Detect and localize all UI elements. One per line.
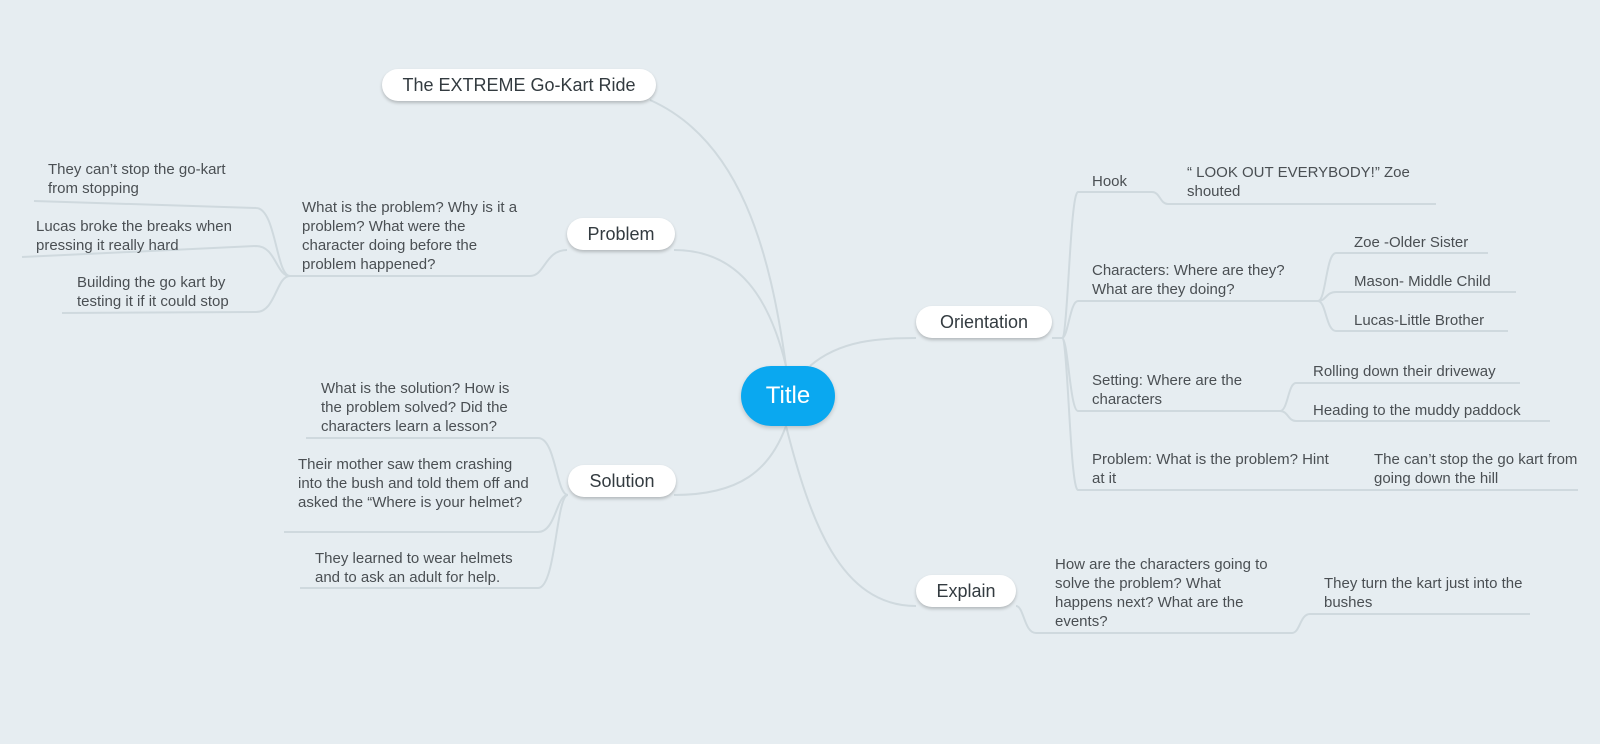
setting-item[interactable]: Heading to the muddy paddock xyxy=(1313,402,1521,419)
explain-question[interactable]: How are the characters going to solve th… xyxy=(1055,556,1268,630)
character-item[interactable]: Lucas-Little Brother xyxy=(1354,312,1485,329)
orientation-problem-hint[interactable]: Problem: What is the problem? Hint at it xyxy=(1092,451,1329,487)
character-item[interactable]: Mason- Middle Child xyxy=(1354,273,1491,290)
central-topic[interactable]: Title xyxy=(741,366,835,426)
character-item[interactable]: Zoe -Older Sister xyxy=(1354,234,1469,251)
problem-answer-2[interactable]: Lucas broke the breaks when pressing it … xyxy=(36,218,232,254)
problem-answer-3[interactable]: Building the go kart by testing it if it… xyxy=(77,274,229,310)
explain-answer[interactable]: They turn the kart just into the bushes xyxy=(1324,575,1523,611)
setting-item[interactable]: Rolling down their driveway xyxy=(1313,363,1496,380)
topic-explain[interactable]: Explain xyxy=(916,575,1016,607)
problem-question[interactable]: What is the problem? Why is it a problem… xyxy=(302,199,518,273)
orientation-hook-detail[interactable]: “ LOOK OUT EVERYBODY!” Zoe shouted xyxy=(1187,164,1410,200)
solution-answer-1[interactable]: Their mother saw them crashing into the … xyxy=(298,456,529,511)
topic-orientation[interactable]: Orientation xyxy=(916,306,1052,338)
problem-answer-1[interactable]: They can’t stop the go-kart from stoppin… xyxy=(48,161,226,197)
problem-hint-detail[interactable]: The can’t stop the go kart from going do… xyxy=(1374,451,1578,487)
orientation-characters[interactable]: Characters: Where are they? What are the… xyxy=(1092,262,1285,298)
orientation-setting[interactable]: Setting: Where are the characters xyxy=(1092,372,1243,408)
solution-answer-2[interactable]: They learned to wear helmets and to ask … xyxy=(315,550,513,586)
solution-question[interactable]: What is the solution? How is the problem… xyxy=(321,380,510,435)
topic-solution[interactable]: Solution xyxy=(568,465,676,497)
topic-story-title[interactable]: The EXTREME Go-Kart Ride xyxy=(382,69,656,101)
orientation-hook[interactable]: Hook xyxy=(1092,173,1128,190)
topic-problem[interactable]: Problem xyxy=(567,218,675,250)
